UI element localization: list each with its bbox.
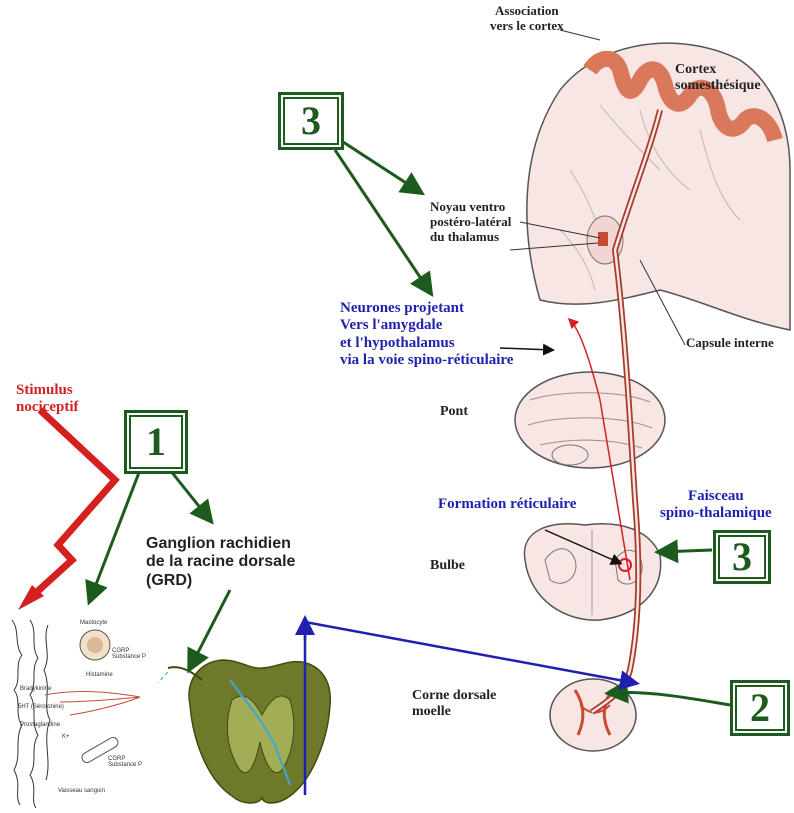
label-stimulus: Stimulus nociceptif xyxy=(16,382,78,417)
inset-cgrp-2: CGRP Substance P xyxy=(108,756,142,768)
label-capsule: Capsule interne xyxy=(686,336,774,351)
label-pont: Pont xyxy=(440,404,468,420)
label-neurones: Neurones projetant Vers l'amygdale et l'… xyxy=(340,300,513,369)
inset-vaisseau: Vaisseau sanguin xyxy=(58,788,105,794)
arrow-3b-to-medulla xyxy=(660,550,712,552)
label-cortex: Cortex somesthésique xyxy=(675,62,761,94)
arrow-1-to-inset xyxy=(90,470,140,600)
pons-section xyxy=(515,372,665,468)
arrow-3-to-neurones xyxy=(335,150,430,292)
inset-k: K+ xyxy=(62,734,70,740)
label-formation: Formation réticulaire xyxy=(438,496,576,513)
step-box-1: 1 xyxy=(124,410,188,474)
inset-bradykinine: Bradykinine xyxy=(20,686,51,692)
label-ganglion: Ganglion rachidien de la racine dorsale … xyxy=(146,535,295,590)
inset-mastocyte: Mastocyte xyxy=(80,620,107,626)
label-faisceau: Faisceau spino-thalamique xyxy=(660,488,772,523)
step-box-3-top: 3 xyxy=(278,92,344,150)
step-box-2: 2 xyxy=(730,680,790,736)
arrow-3-to-noyau xyxy=(340,140,420,192)
arrow-ganglion-to-cord xyxy=(190,590,230,668)
label-association: Association vers le cortex xyxy=(490,4,564,34)
inset-cgrp-1: CGRP Substance P xyxy=(112,648,146,660)
leader-association xyxy=(560,30,600,40)
inset-prostaglandine: Prostaglandine xyxy=(20,722,60,728)
label-corne: Corne dorsale moelle xyxy=(412,688,496,720)
inset-serotonine: 5HT (Sérotonine) xyxy=(18,704,64,710)
arrow-1-to-ganglion xyxy=(170,470,210,520)
label-noyau: Noyau ventro postéro-latéral du thalamus xyxy=(430,200,511,245)
label-bulbe: Bulbe xyxy=(430,558,465,574)
step-box-3-bulbe: 3 xyxy=(713,530,771,584)
inset-histamine: Histamine xyxy=(86,672,113,678)
